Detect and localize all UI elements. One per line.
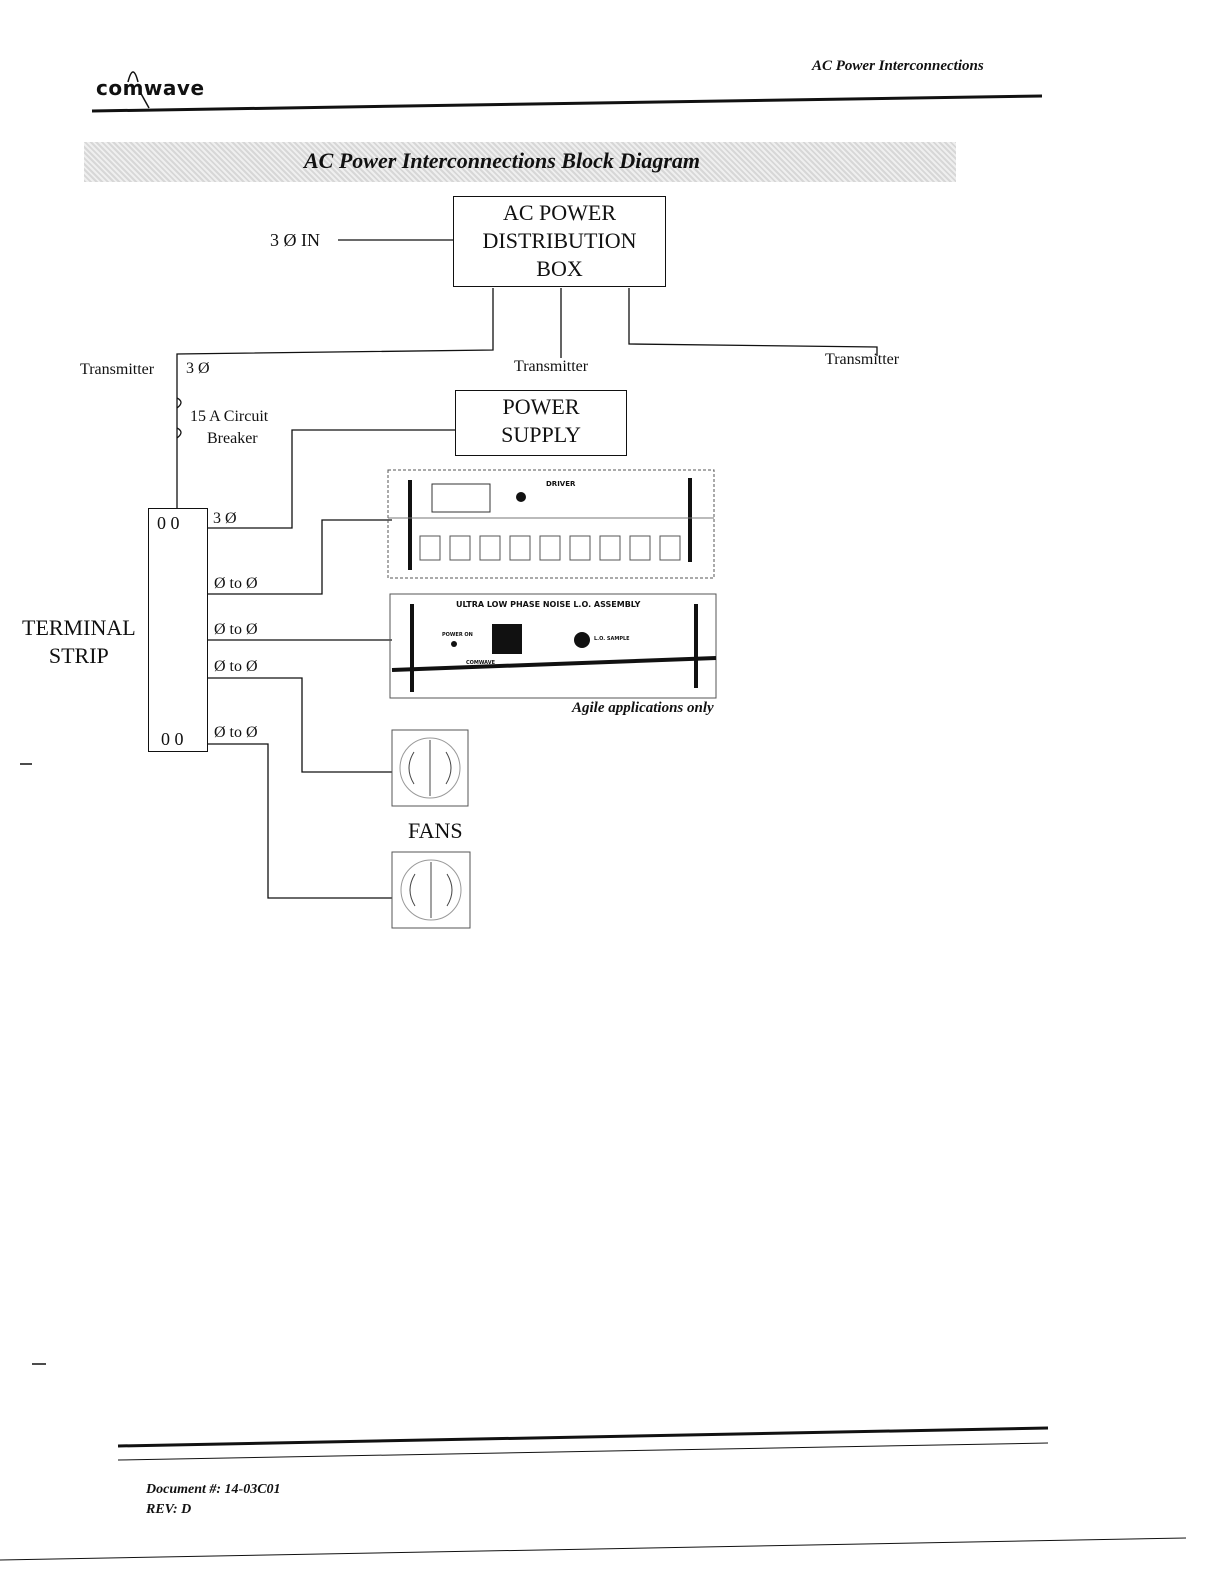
terminal-strip-label: TERMINAL STRIP bbox=[22, 614, 136, 670]
power-supply-line-1: POWER bbox=[502, 394, 580, 419]
strip-output-4: Ø to Ø bbox=[214, 658, 258, 675]
strip-output-3: Ø to Ø bbox=[214, 621, 258, 638]
distribution-box-line-2: DISTRIBUTION bbox=[482, 228, 637, 253]
comwave-logo: comwave bbox=[96, 76, 205, 100]
transmitter-label-3: Transmitter bbox=[825, 351, 900, 368]
terminal-strip-line-2: STRIP bbox=[48, 643, 109, 668]
transmitter-label-1: Transmitter bbox=[80, 361, 155, 378]
ac-power-distribution-box: AC POWER DISTRIBUTION BOX bbox=[453, 196, 666, 287]
driver-panel-label: DRIVER bbox=[546, 480, 576, 488]
terminal-strip-line-1: TERMINAL bbox=[22, 615, 136, 640]
terminal-contacts-bottom: 0 0 bbox=[161, 729, 184, 749]
title-band bbox=[84, 142, 956, 182]
strip-output-5: Ø to Ø bbox=[214, 724, 258, 741]
document-revision: REV: D bbox=[146, 1502, 192, 1517]
terminal-contacts-top: 0 0 bbox=[157, 513, 180, 533]
power-supply-box: POWER SUPPLY bbox=[455, 390, 627, 456]
diagram-title: AC Power Interconnections Block Diagram bbox=[304, 148, 701, 173]
lo-assembly-chassis bbox=[389, 593, 717, 699]
terminal-strip-box: 0 0 0 0 bbox=[148, 508, 208, 752]
fan-2 bbox=[391, 851, 471, 929]
lo-power-on-label: POWER ON bbox=[442, 632, 473, 638]
fan-1 bbox=[391, 729, 469, 807]
lo-sample-label: L.O. SAMPLE bbox=[594, 636, 630, 642]
lo-panel-title: ULTRA LOW PHASE NOISE L.O. ASSEMBLY bbox=[456, 600, 641, 609]
distribution-box-line-3: BOX bbox=[536, 256, 583, 281]
lo-brand-label: COMWAVE bbox=[466, 660, 496, 666]
breaker-label-line-2: Breaker bbox=[207, 430, 258, 447]
three-phase-input-label: 3 Ø IN bbox=[270, 230, 320, 250]
power-supply-line-2: SUPPLY bbox=[501, 422, 581, 447]
fans-label: FANS bbox=[408, 818, 463, 843]
driver-chassis bbox=[387, 469, 715, 579]
agile-note: Agile applications only bbox=[572, 700, 714, 716]
three-phase-label: 3 Ø bbox=[186, 360, 210, 377]
section-title: AC Power Interconnections bbox=[812, 58, 984, 74]
strip-output-1: 3 Ø bbox=[213, 510, 237, 527]
distribution-box-line-1: AC POWER bbox=[502, 200, 617, 225]
breaker-label-line-1: 15 A Circuit bbox=[190, 408, 269, 425]
transmitter-label-2: Transmitter bbox=[514, 358, 589, 375]
document-number: Document #: 14-03C01 bbox=[146, 1482, 281, 1497]
strip-output-2: Ø to Ø bbox=[214, 575, 258, 592]
document-footer: Document #: 14-03C01 REV: D bbox=[146, 1480, 281, 1520]
